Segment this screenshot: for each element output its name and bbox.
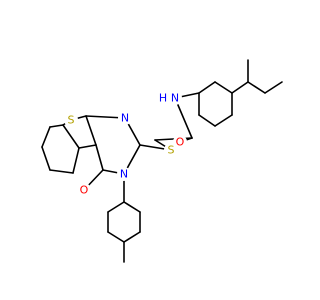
atom-label-o-ring: O xyxy=(80,184,89,197)
atom-h-amide: H xyxy=(157,92,169,105)
atom-label-n-amide: N xyxy=(171,92,179,105)
bond-sb2-sb3 xyxy=(264,81,283,94)
bond-c4-c5 xyxy=(49,169,74,174)
bond-layer xyxy=(41,59,283,263)
bond-c3-c2 xyxy=(62,124,80,149)
atom-n-ring-top: N xyxy=(118,111,132,125)
bond-c6-c7 xyxy=(41,126,51,148)
bond-b5-b6 xyxy=(198,114,216,127)
atom-n-amide: N xyxy=(168,91,182,105)
bond-c7a-c3a xyxy=(85,115,97,146)
atom-label-o-amide: O xyxy=(176,136,185,149)
atom-o-amide: O xyxy=(173,135,187,149)
bond-t6-t1 xyxy=(123,201,141,213)
bond-c5-c6 xyxy=(41,146,51,171)
bond-t1-t2 xyxy=(107,201,125,213)
atom-label-s-thioether: S xyxy=(168,144,175,157)
atom-o-ring: O xyxy=(77,183,91,197)
bond-b2-b3 xyxy=(214,81,233,94)
atom-n-ring-bottom: N xyxy=(117,167,131,181)
bond-amC-nAm xyxy=(174,97,193,139)
molecule-structure: S N N O S O N H xyxy=(41,59,283,263)
bond-b1-b2 xyxy=(198,81,216,94)
bond-b3-sb1 xyxy=(231,81,249,94)
bond-c3-c4 xyxy=(72,147,80,174)
atom-label-n-ring-top: N xyxy=(121,112,129,125)
bond-c3a-c3 xyxy=(78,144,97,149)
bond-t4-t5 xyxy=(123,231,141,243)
bond-c4p-c3a xyxy=(95,144,104,171)
bond-sb1-sb2 xyxy=(247,81,266,94)
atom-s-thiophene: S xyxy=(64,113,78,127)
atom-label-n-ring-bottom: N xyxy=(120,168,128,181)
bond-c7-c2 xyxy=(49,124,64,128)
atom-label-layer: S N N O S O N H xyxy=(64,91,187,197)
bond-b4-b5 xyxy=(214,114,233,127)
bond-t3-t4 xyxy=(107,231,125,243)
atom-label-h-amide: H xyxy=(159,92,167,105)
atom-label-s-thiophene: S xyxy=(68,114,75,127)
atom-s-thioether: S xyxy=(164,143,178,157)
